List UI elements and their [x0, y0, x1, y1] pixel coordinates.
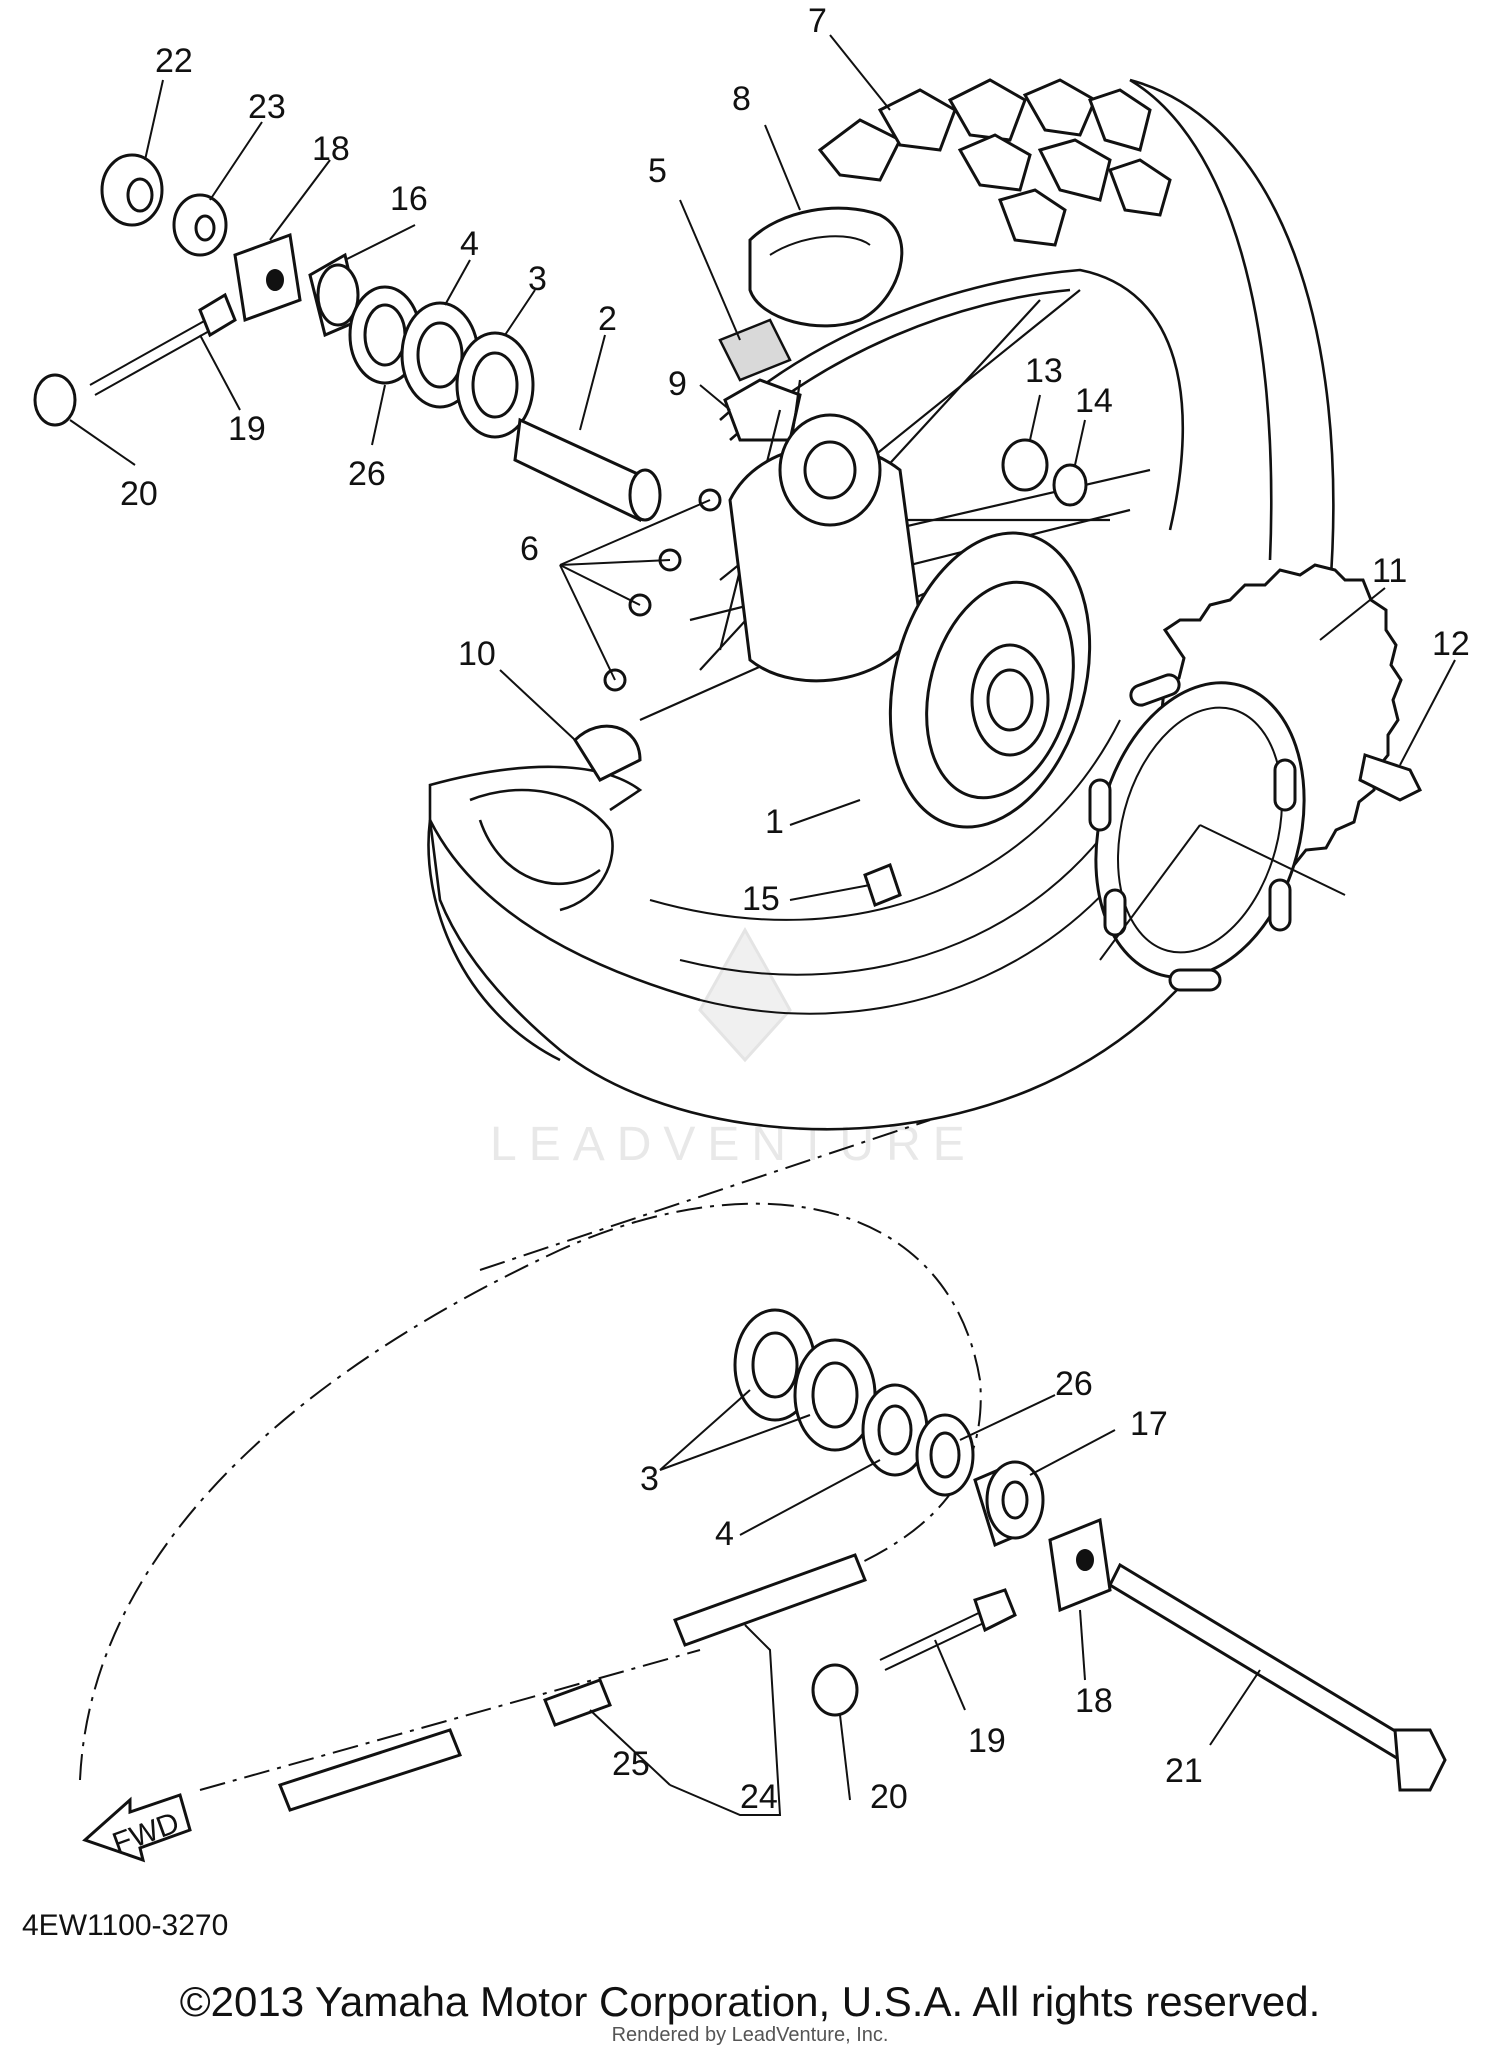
callout-22: 22	[155, 42, 193, 80]
callout-12: 12	[1432, 625, 1470, 663]
tire-tread	[817, 78, 1172, 247]
callout-5: 5	[648, 152, 667, 190]
callout-2: 2	[598, 300, 617, 338]
callout-15: 15	[742, 880, 780, 918]
part-24-drive-chain	[278, 1553, 867, 1812]
part-22-nut	[100, 153, 164, 227]
part-3-bearing-top	[455, 331, 535, 439]
callout-26-top: 26	[348, 455, 386, 493]
part-20-nut-bottom	[811, 1663, 859, 1717]
leader-lines	[69, 34, 1456, 1816]
callout-18-top: 18	[312, 130, 350, 168]
part-23-washer	[172, 193, 228, 257]
inner-tube	[748, 206, 904, 328]
part-21-axle	[1108, 1562, 1447, 1792]
callout-14: 14	[1075, 382, 1113, 420]
callout-16: 16	[390, 180, 428, 218]
part-4-bearing-bottom	[861, 1383, 929, 1477]
callout-18-bottom: 18	[1075, 1682, 1113, 1720]
callout-8: 8	[732, 80, 751, 118]
callout-25: 25	[612, 1745, 650, 1783]
part-20-nut-top	[33, 373, 77, 427]
callout-1: 1	[765, 803, 784, 841]
callout-3-top: 3	[528, 260, 547, 298]
part-26-oil-seal-bottom	[915, 1413, 975, 1497]
part-14-washer	[1052, 463, 1088, 507]
callout-23: 23	[248, 88, 286, 126]
copyright-notice: ©2013 Yamaha Motor Corporation, U.S.A. A…	[179, 1978, 1321, 2025]
callout-10: 10	[458, 635, 496, 673]
valve-stem	[718, 318, 792, 382]
callout-6: 6	[520, 530, 539, 568]
part-17-collar	[973, 1460, 1045, 1548]
part-19-adjust-bolt-bottom	[879, 1588, 1017, 1671]
part-10-rim-lock	[573, 724, 642, 782]
callout-19-bottom: 19	[968, 1722, 1006, 1760]
callout-20-bottom: 20	[870, 1778, 908, 1816]
rendered-by-credit: Rendered by LeadVenture, Inc.	[611, 2024, 889, 2046]
callout-3-bottom: 3	[640, 1460, 659, 1498]
callout-11: 11	[1372, 552, 1407, 590]
part-12-bolt	[1358, 753, 1423, 802]
part-2-spacer-tube	[513, 417, 662, 522]
watermark-text: LEADVENTURE	[490, 1118, 977, 1171]
callout-9: 9	[668, 365, 687, 403]
part-19-adjust-bolt-top	[89, 292, 237, 396]
callout-20-top: 20	[120, 475, 158, 513]
hub	[728, 413, 1092, 829]
diagram-code: 4EW1100-3270	[22, 1909, 228, 1942]
part-16-collar	[308, 252, 362, 338]
tire	[427, 78, 1335, 1131]
callout-13: 13	[1025, 352, 1063, 390]
part-15-balancer	[863, 863, 902, 907]
callout-26-bottom: 26	[1055, 1365, 1093, 1403]
part-18-chain-puller-bottom	[1048, 1517, 1112, 1613]
callout-7: 7	[808, 2, 827, 40]
part-25-master-link	[543, 1678, 612, 1727]
rim-band	[723, 378, 802, 442]
callout-labels: 22 23 18 16 4 3 2 26 19 20 5 8 7 9 6 10 …	[120, 2, 1470, 1816]
callout-19-top: 19	[228, 410, 266, 448]
callout-17: 17	[1130, 1405, 1168, 1443]
callout-24: 24	[740, 1778, 778, 1816]
part-3-bearings-bottom	[733, 1308, 877, 1452]
part-18-chain-puller-top	[233, 232, 302, 323]
axis-line-lower	[199, 1649, 701, 1791]
axis-line	[479, 1119, 931, 1271]
fwd-arrow: FWD	[82, 1793, 192, 1863]
rear-sprocket	[1088, 563, 1403, 992]
part-13-nut	[1001, 438, 1049, 492]
callout-21: 21	[1165, 1752, 1203, 1790]
watermark: LEADVENTURE	[490, 926, 977, 1171]
callout-4-top: 4	[460, 225, 479, 263]
callout-4-bottom: 4	[715, 1515, 734, 1553]
